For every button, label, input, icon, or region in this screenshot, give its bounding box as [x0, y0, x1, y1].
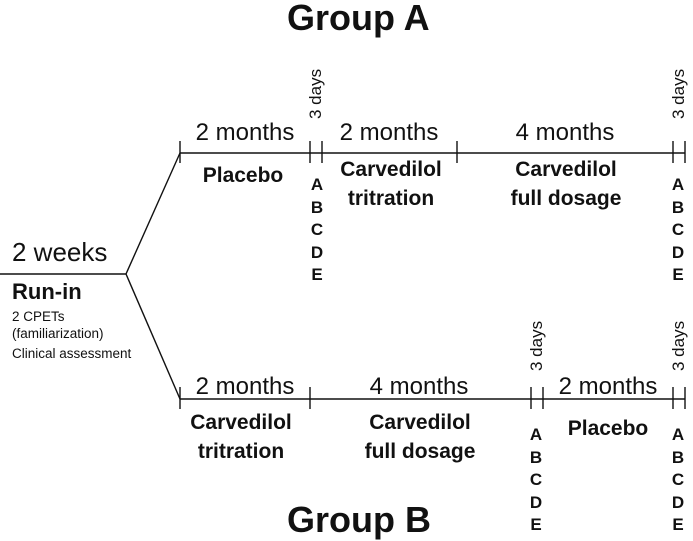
assessment-c: C: [671, 220, 685, 239]
phase-label-line: Carvedilol: [340, 158, 442, 181]
group-b-washout-days-1: 3 days: [527, 320, 546, 371]
assessment-e: E: [672, 265, 684, 284]
assessment-a: A: [671, 175, 685, 194]
assessment-a: A: [529, 425, 543, 444]
assessment-d: D: [529, 492, 543, 512]
group-b-washout-days-2: 3 days: [669, 320, 688, 371]
phase-label-line: full dosage: [364, 440, 476, 463]
group-a-duration-full-dosage: 4 months: [515, 119, 615, 146]
assessment-b: B: [671, 197, 685, 217]
branch-to-group-a: [125, 152, 181, 275]
group-b-phase-full-dosage: Carvedilol full dosage: [365, 408, 476, 466]
phase-label-line: tritration: [197, 440, 285, 463]
phase-label-line: Carvedilol: [190, 411, 292, 434]
assessment-e: E: [530, 515, 542, 534]
group-b-duration-titration: 2 months: [195, 373, 295, 400]
group-a-duration-placebo: 2 months: [195, 119, 295, 146]
group-b-duration-placebo: 2 months: [558, 373, 658, 400]
assessment-c: C: [310, 220, 324, 239]
run-in-detail: Clinical assessment: [12, 346, 132, 361]
group-a-phase-titration: Carvedilol tritration: [340, 155, 442, 213]
run-in-title: Run-in: [12, 279, 82, 304]
assessment-e: E: [311, 265, 323, 284]
group-a-washout-days-2: 3 days: [669, 68, 688, 119]
run-in-detail: (familiarization): [12, 326, 104, 341]
group-a-duration-titration: 2 months: [339, 119, 439, 146]
run-in-duration: 2 weeks: [12, 237, 108, 267]
group-a-phase-placebo: Placebo: [202, 164, 284, 187]
phase-label-line: Carvedilol: [515, 158, 617, 181]
group-a-assessments-1: A B C D E: [311, 174, 323, 287]
assessment-d: D: [671, 492, 685, 512]
group-b-assessments-1: A B C D E: [530, 424, 542, 537]
assessment-a: A: [671, 425, 685, 444]
phase-label-line: Carvedilol: [369, 411, 471, 434]
phase-label-line: full dosage: [510, 187, 622, 210]
assessment-b: B: [671, 447, 685, 467]
group-a-assessments-2: A B C D E: [672, 174, 684, 287]
group-a-phase-full-dosage: Carvedilol full dosage: [511, 155, 622, 213]
group-b-phase-titration: Carvedilol tritration: [190, 408, 292, 466]
phase-label-line: tritration: [347, 187, 435, 210]
assessment-b: B: [310, 197, 324, 217]
assessment-b: B: [529, 447, 543, 467]
group-a-title: Group A: [287, 0, 430, 38]
assessment-c: C: [671, 470, 685, 489]
assessment-d: D: [310, 242, 324, 262]
run-in-detail: 2 CPETs: [12, 309, 65, 324]
assessment-d: D: [671, 242, 685, 262]
group-b-title: Group B: [287, 499, 431, 540]
assessment-a: A: [310, 175, 324, 194]
group-b-assessments-2: A B C D E: [672, 424, 684, 537]
branch-to-group-b: [125, 273, 181, 400]
group-a-washout-days-1: 3 days: [306, 68, 325, 119]
group-b-duration-full-dosage: 4 months: [369, 373, 469, 400]
assessment-e: E: [672, 515, 684, 534]
phase-label-line: Placebo: [567, 417, 649, 440]
group-b-phase-placebo: Placebo: [568, 414, 649, 443]
assessment-c: C: [529, 470, 543, 489]
